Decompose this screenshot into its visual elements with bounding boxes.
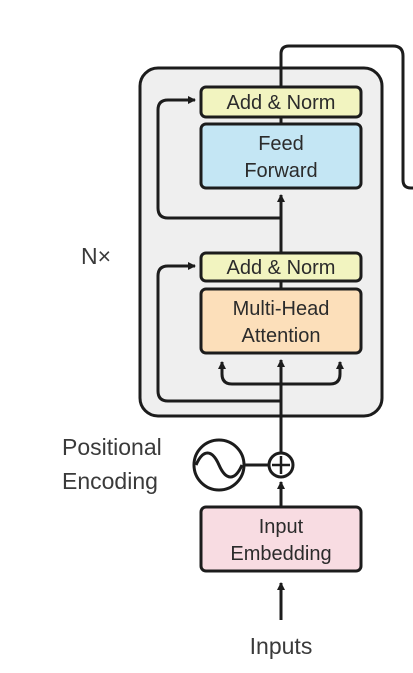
- input-embedding-label-line1: Input: [259, 516, 304, 538]
- encoder-output-line: [279, 44, 413, 190]
- feed-forward-label-line1: Feed: [258, 133, 304, 155]
- add-norm-bottom-label: Add & Norm: [227, 257, 336, 279]
- add-norm-bottom-block: [199, 251, 363, 283]
- attention-label-line1: Multi-Head: [233, 298, 330, 320]
- attention-label-line2: Attention: [242, 325, 321, 347]
- add-norm-top-block: [199, 85, 363, 119]
- residual-connection-feed-forward: [156, 96, 281, 220]
- residual-connection-attention: [156, 262, 281, 403]
- attention-branch-right: [281, 361, 344, 386]
- repeat-count-label: N×: [81, 243, 111, 269]
- input-embedding-block: [199, 505, 363, 573]
- feed-forward-label-line2: Forward: [244, 160, 317, 182]
- positional-encoding-label-line2: Encoding: [62, 468, 158, 494]
- input-embedding-label-line2: Embedding: [230, 543, 331, 565]
- inputs-label: Inputs: [250, 633, 313, 659]
- sine-wave-icon: [194, 451, 244, 479]
- add-norm-top-label: Add & Norm: [227, 92, 336, 114]
- feed-forward-block: [199, 122, 363, 190]
- attention-branch-left: [218, 361, 281, 386]
- positional-encoding-label-line1: Positional: [62, 434, 162, 460]
- encoder-stack-container: [138, 66, 384, 418]
- multi-head-attention-block: [199, 287, 363, 355]
